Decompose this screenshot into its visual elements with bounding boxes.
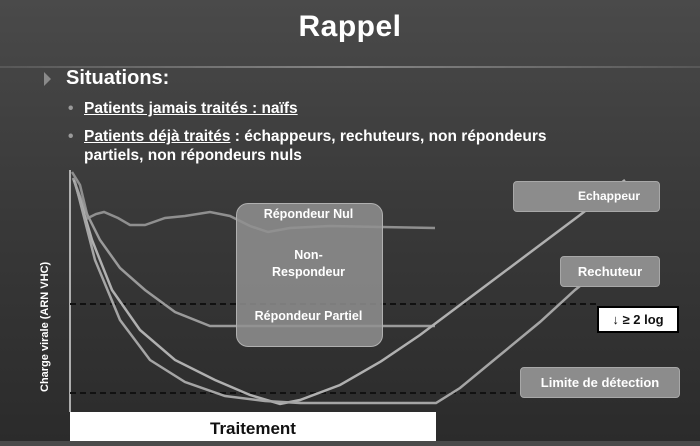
non-responder-zone bbox=[236, 203, 383, 347]
title-divider bbox=[0, 66, 700, 68]
bullet-dot-icon: • bbox=[68, 100, 74, 117]
partial-responder-label: Répondeur Partiel bbox=[254, 309, 363, 323]
log-drop-label: ↓ ≥ 2 log bbox=[597, 306, 679, 333]
bullet-underlined-text: Patients déjà traités bbox=[84, 128, 231, 145]
treatment-bar: Traitement bbox=[70, 412, 436, 441]
null-responder-label: Répondeur Nul bbox=[263, 207, 354, 221]
escaper-label: Echappeur bbox=[513, 181, 660, 212]
heading-arrow-icon bbox=[44, 72, 51, 86]
bullet-item: • Patients déjà traités : échappeurs, re… bbox=[68, 127, 554, 165]
bullet-item: • Patients jamais traités : naïfs bbox=[68, 99, 298, 118]
section-heading: Situations: bbox=[66, 67, 170, 89]
relapser-label: Rechuteur bbox=[560, 256, 660, 287]
bullet-dot-icon: • bbox=[68, 128, 74, 145]
non-responder-label: Non- Respondeur bbox=[272, 248, 345, 279]
slide-title: Rappel bbox=[298, 10, 402, 43]
detection-limit-label: Limite de détection bbox=[520, 367, 680, 398]
escaper-curve bbox=[72, 179, 626, 406]
bullet-underlined-text: Patients jamais traités : naïfs bbox=[84, 100, 298, 117]
bullet-text: : échappeurs, rechuteurs, non répondeurs… bbox=[84, 128, 547, 164]
relapser-curve bbox=[73, 181, 607, 405]
y-axis-label: Charge virale (ARN VHC) bbox=[39, 261, 51, 392]
